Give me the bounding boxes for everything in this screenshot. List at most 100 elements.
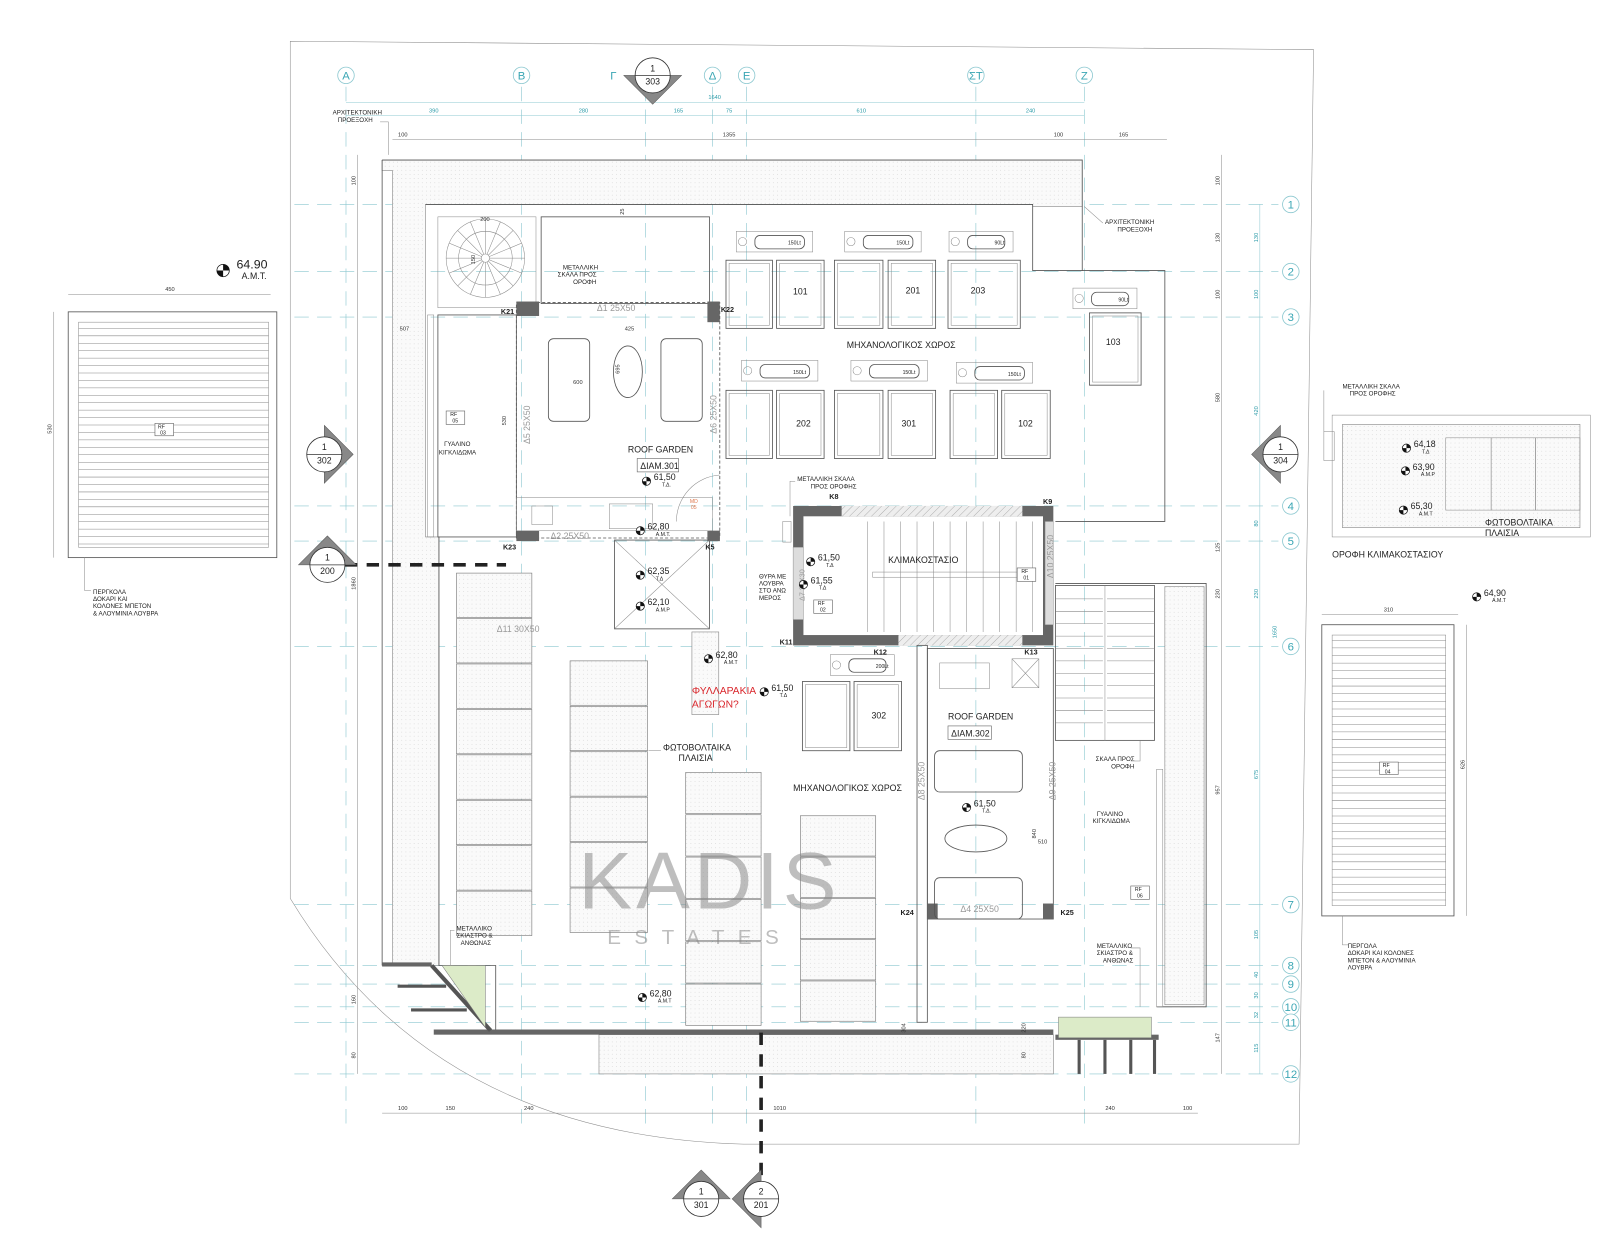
dim-label: 100 (398, 1106, 407, 1112)
grid-bubble-1: 1 (1282, 195, 1300, 214)
pergola-left: 450 530 RF 03 ΠΕΡΓΚΟΛΑ ΔΟΚΑΡΙ ΚΑΙ ΚΟΛΟΝΕ… (48, 287, 278, 617)
level-marker: 62,35Τ.Δ (635, 566, 670, 582)
section-sheet: 303 (645, 77, 660, 87)
building-outline (381, 159, 1207, 1075)
note-pv-panels: ΦΩΤΟΒΟΛΤΑΙΚΑ (663, 743, 731, 753)
grid-bubble-circle (1282, 532, 1300, 550)
tag-label: RF (1383, 763, 1390, 769)
level-value: 63,90 (1413, 462, 1435, 472)
level-type: Α.Μ.Τ (1419, 511, 1434, 517)
note-glass-railing: ΓΥΑΛΙΝΟ (1097, 811, 1124, 818)
tag-label: 06 (1137, 893, 1143, 899)
dim-label: 220 (1021, 1023, 1027, 1032)
note-arch-projection: ΠΡΟΕΞΟΧΗ (1117, 226, 1152, 233)
grid-bubble-circle (1282, 497, 1300, 515)
dim-label: 150 (471, 255, 477, 264)
grid-bubble-st: ΣΤ (967, 66, 985, 85)
pump-icon (743, 366, 753, 376)
level-symbol-fill (1472, 592, 1481, 601)
dim-label: 240 (524, 1106, 533, 1112)
level-type: Τ.Δ (1422, 449, 1430, 455)
note-shade: ΑΝΘΩΝΑΣ (1103, 957, 1134, 964)
grid-bubble-7: 7 (1282, 895, 1300, 914)
kadis-estates-watermark: KADIS ESTATES (578, 837, 836, 949)
equipment-unit (725, 389, 773, 459)
dim-label: 100 (351, 176, 357, 185)
equipment-unit (1001, 389, 1051, 459)
dim-label: 150 (446, 1106, 455, 1112)
tank-capacity: 200Lt (876, 664, 889, 670)
room-label-mechanical: ΜΗΧΑΝΟΛΟΓΙΚΟΣ ΧΩΡΟΣ (793, 783, 902, 793)
tag-label: 03 (160, 431, 166, 437)
level-marker: 62,80Α.Μ.Τ (637, 988, 672, 1005)
section-sheet: 304 (1273, 456, 1288, 466)
pv-panel (685, 856, 762, 899)
grid-bubble-4: 4 (1282, 497, 1300, 515)
note-drain-question: ΦΥΛΛΑΡΑΚΙΑ (692, 686, 756, 697)
dim-label: 100 (1254, 290, 1260, 299)
room-label-roof-garden-301: ROOF GARDEN (628, 444, 693, 454)
pv-panel (800, 980, 877, 1022)
section-number: 1 (699, 1187, 704, 1197)
water-tank (967, 235, 1006, 250)
sofa (934, 750, 1023, 793)
tank-frame (736, 231, 813, 253)
dim-label: 610 (857, 109, 866, 115)
roof-garden-301: ΜΕΤΑΛΛΙΚΗ ΣΚΑΛΑ ΠΡΟΣ ΟΡΟΦΗ ROOF GARDEN Δ… (400, 208, 721, 542)
pergola-frame (1331, 634, 1446, 906)
note-pergola: ΠΕΡΓΚΟΛΑ (93, 589, 127, 596)
tag-label: RF (1021, 569, 1028, 575)
note-shade: ΣΚΙΑΣΤΡΟ & (1097, 950, 1134, 957)
note-metal-stair: ΟΡΟΦΗ (573, 279, 596, 286)
table (613, 345, 643, 398)
dim-label: 420 (1254, 406, 1260, 415)
level-symbol-fill (642, 477, 651, 486)
apartment-label-301: ΔΙΑΜ.301 (640, 461, 679, 471)
grid-bubble-12: 12 (1282, 1065, 1300, 1083)
dim-label: 530 (48, 424, 54, 433)
level-value: 64,90 (1484, 588, 1506, 598)
pergola-frame (78, 321, 269, 548)
dim-label: 390 (429, 109, 438, 115)
grid-bubble-5: 5 (1282, 532, 1300, 550)
pv-panel (456, 618, 533, 664)
grid-bubble-circle (1075, 66, 1093, 85)
grid-column-labels: A B Δ E ΣΤ Z (337, 66, 1093, 85)
dim-label: 115 (1254, 1044, 1260, 1053)
level-type: Α.Μ.Τ. (656, 532, 671, 538)
tank-capacity: 90Lt (994, 241, 1005, 247)
grid-bubble-circle (1282, 195, 1300, 214)
tank-frame (948, 231, 1014, 253)
column-k9: K9 (1043, 497, 1052, 506)
sofa (660, 338, 703, 422)
dim-label: 100 (1183, 1106, 1192, 1112)
dim-label: 100 (1054, 132, 1063, 138)
grid-bubble-2: 2 (1282, 262, 1300, 281)
section-sheet: 301 (694, 1200, 709, 1210)
level-type: Τ.Δ. (982, 809, 991, 815)
section-sheet: 302 (317, 456, 332, 466)
beam-label: Δ9 25Χ50 (1047, 762, 1057, 801)
pv-panel (456, 663, 533, 709)
room-label-roof-garden-302: ROOF GARDEN (948, 712, 1013, 722)
grid-bubble-6: 6 (1282, 637, 1300, 656)
grid-bubble-circle (337, 66, 355, 85)
mechanical-area-top: ΜΗΧΑΝΟΛΟΓΙΚΟΣ ΧΩΡΟΣ 150Lt101150Lt20190Lt… (725, 231, 1142, 752)
note-pergola: ΛΟΥΒΡΑ (1348, 965, 1374, 972)
note-shade: ΣΚΙΑΣΤΡΟ & (456, 933, 493, 940)
note-metal-stair: ΜΕΤΑΛΛΙΚΗ ΣΚΑΛΑ (1342, 383, 1400, 390)
grid-bubble-delta: Δ (703, 66, 722, 85)
stair-tread (457, 230, 483, 256)
photovoltaic-array (456, 572, 877, 1026)
note-pv-panels: ΠΛΑΙΣΙΑ (678, 753, 712, 763)
equipment-unit-inner (1092, 315, 1139, 383)
level-value: 61,50 (771, 683, 793, 693)
section-number: 2 (759, 1187, 764, 1197)
